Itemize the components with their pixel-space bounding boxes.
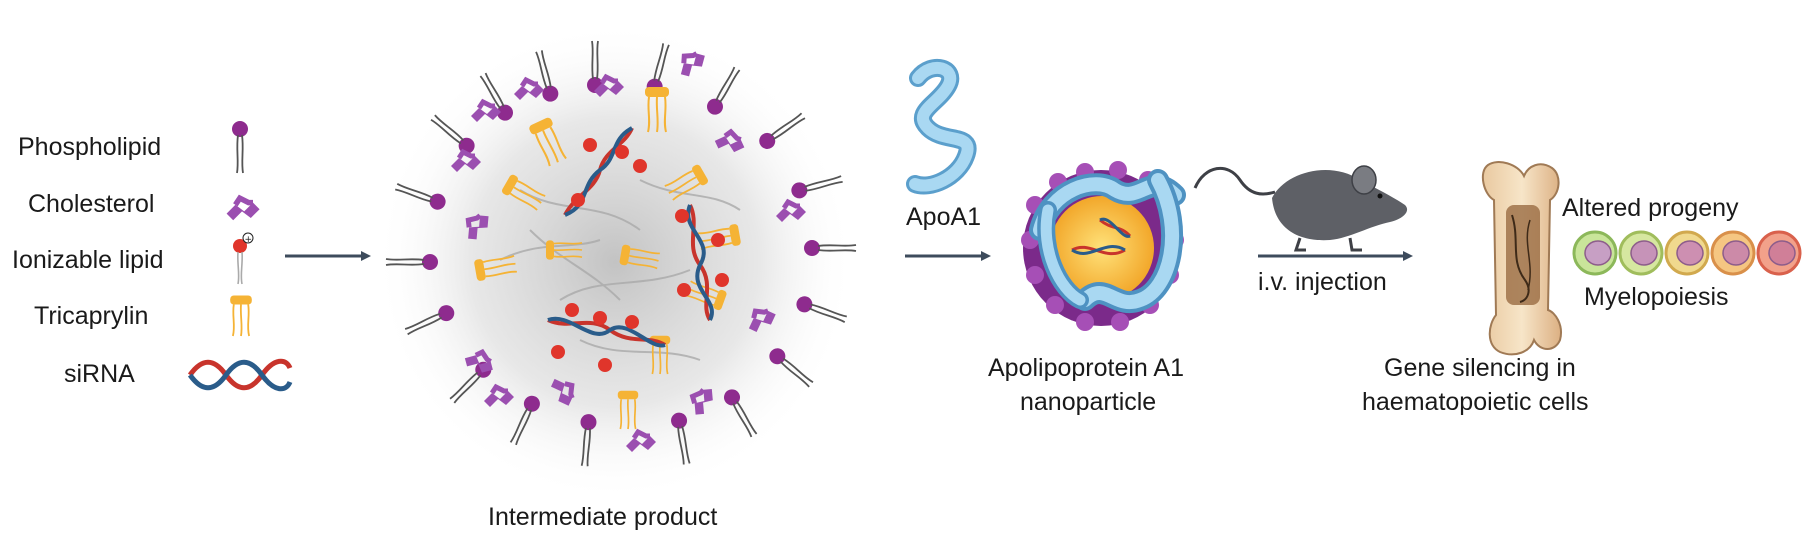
tricaprylin-icon (229, 294, 253, 337)
apoa1-label: ApoA1 (906, 203, 981, 231)
inner-lipid-matrix (499, 179, 741, 361)
legend-tricaprylin-label: Tricaprylin (34, 302, 148, 330)
cell-4 (1710, 230, 1756, 276)
legend: Phospholipid Cholesterol Ionizable lipid… (12, 120, 293, 392)
phospholipid-icon (231, 120, 249, 174)
nanoparticle-label-line1: Apolipoprotein A1 (988, 354, 1184, 382)
gene-silencing-label-line1: Gene silencing in (1384, 354, 1576, 382)
cell-1 (1572, 230, 1618, 276)
cell-3 (1664, 230, 1710, 276)
myelopoiesis-label: Myelopoiesis (1584, 283, 1729, 311)
sirna-complex-1 (563, 126, 647, 217)
bone-icon (1481, 161, 1562, 356)
sirna-icon (187, 358, 293, 392)
legend-ionizable-lipid-label: Ionizable lipid (12, 246, 164, 274)
apoa1-protein: ApoA1 (906, 59, 981, 231)
intermediate-product: Intermediate product (375, 22, 857, 531)
cell-5 (1756, 230, 1802, 276)
sirna-complex-3 (547, 303, 667, 372)
mouse-icon (1193, 165, 1408, 252)
sirna-complex-2 (675, 204, 729, 322)
injection-label: i.v. injection (1258, 268, 1387, 296)
intermediate-product-label: Intermediate product (488, 503, 717, 531)
legend-phospholipid-label: Phospholipid (18, 133, 161, 161)
nanoparticle-label-line2: nanoparticle (1020, 388, 1156, 416)
ionizable-lipid-icon: + (232, 232, 254, 285)
cholesterol-icon (227, 198, 260, 220)
blood-cell-icon (1572, 230, 1802, 276)
svg-text:+: + (245, 235, 253, 245)
legend-cholesterol-label: Cholesterol (28, 190, 154, 218)
legend-sirna-label: siRNA (64, 360, 135, 388)
cell-2 (1618, 230, 1664, 276)
gene-silencing-label-line2: haematopoietic cells (1362, 388, 1589, 416)
altered-progeny-label: Altered progeny (1562, 194, 1739, 222)
apoa1-nanoparticle: Apolipoprotein A1 nanoparticle (988, 161, 1186, 416)
